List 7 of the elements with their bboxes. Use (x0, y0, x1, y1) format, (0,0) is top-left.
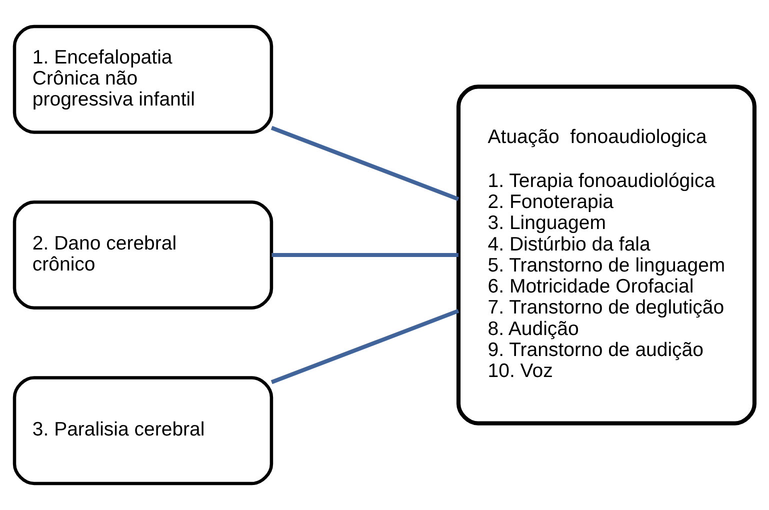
node-box: 1. Encefalopatia Crônica não progressiva infantil (12, 24, 274, 134)
node-box: Atuação fonoaudiologica 1. Terapia fonoaudiológica 2. Fonoterapia 3. Linguagem 4. Distúrbio da fala 5. Transtorno de linguagem 6. Motricidade Orofacial 7. Transtorno de deglutição 8. Audição 9. Transtorno de audição 10. Voz (456, 84, 757, 426)
node-box: 2. Dano cerebral crônico (12, 200, 274, 310)
connector (270, 126, 460, 201)
connector (270, 309, 460, 384)
connector (272, 252, 458, 258)
node-box: 3. Paralisia cerebral (12, 376, 274, 486)
